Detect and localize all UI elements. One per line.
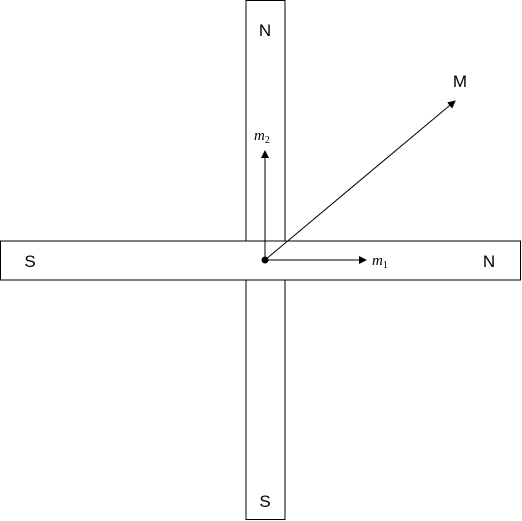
- vector-m2-symbol: m: [254, 128, 265, 144]
- origin-point: [261, 256, 269, 264]
- vector-resultant-arrow: [264, 100, 456, 261]
- vector-m2-label: m2: [254, 128, 270, 146]
- vector-resultant-label: M: [453, 72, 467, 91]
- vector-m1-label: m1: [372, 253, 388, 271]
- horizontal-magnet: [0, 240, 521, 281]
- vertical-magnet-bottom-pole: S: [259, 492, 270, 511]
- vector-m1-symbol: m: [372, 253, 383, 269]
- horizontal-magnet-left-pole: S: [24, 252, 35, 271]
- vector-m2-subscript: 2: [265, 135, 270, 146]
- horizontal-magnet-right-pole: N: [483, 252, 495, 271]
- vector-m1-subscript: 1: [383, 260, 388, 271]
- vertical-magnet-top-pole: N: [259, 21, 271, 40]
